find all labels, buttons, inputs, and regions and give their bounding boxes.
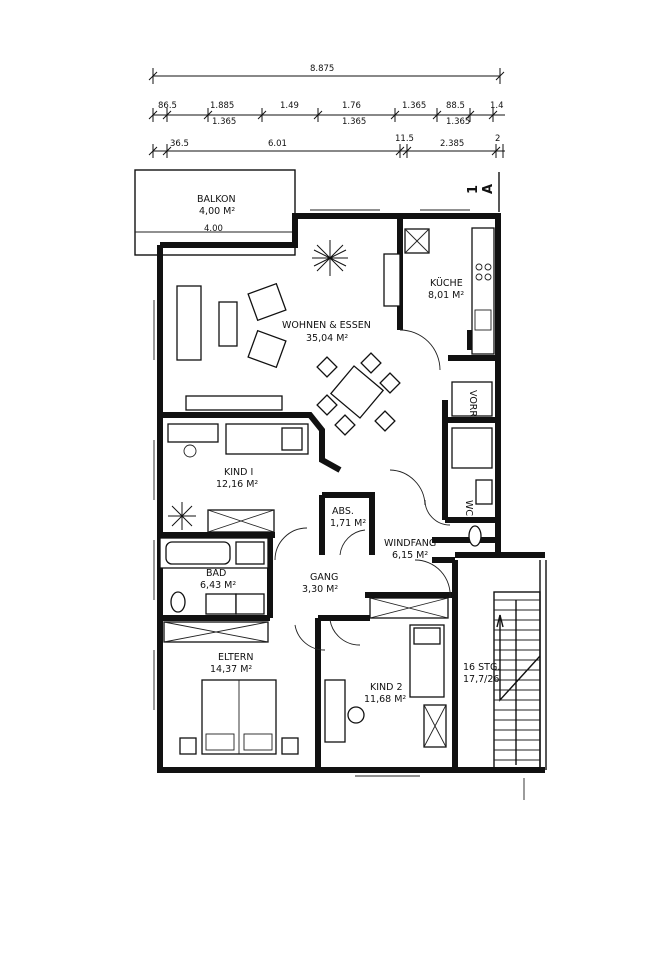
section-letter: A — [481, 184, 496, 194]
furniture-eltern — [163, 621, 299, 755]
dim-r2-2: 11.5 — [395, 134, 414, 144]
dim-r1-2: 1.49 — [280, 101, 299, 111]
room-label-abs: ABS. — [332, 506, 354, 517]
room-label-windfang: WINDFANG — [384, 538, 436, 549]
dim-r1-1: 1.885 — [210, 101, 234, 111]
dim-r2-1: 6.01 — [268, 139, 287, 149]
dim-r1-sub-2: 1.365 — [446, 117, 470, 127]
room-area-abs: 1,71 M² — [330, 518, 366, 529]
room-label-kueche: KÜCHE — [430, 278, 463, 289]
plant-living — [312, 240, 348, 276]
room-area-wohnen: 35,04 M² — [306, 333, 348, 344]
dimension-chain-row1: 86.5 1.885 1.49 1.76 1.365 88.5 1.4 1.36… — [148, 101, 505, 127]
balcony: BALKON 4,00 M² 4.00 — [134, 169, 296, 256]
room-label-eltern: ELTERN — [218, 652, 254, 663]
staircase: 16 STG. 17,7/26 — [463, 591, 541, 771]
dimension-chain-total: 8.875 — [148, 64, 505, 84]
room-label-gang: GANG — [310, 572, 338, 583]
furniture-kind1 — [167, 423, 309, 533]
plant-kind1 — [168, 502, 196, 530]
room-area-bad: 6,43 M² — [200, 580, 236, 591]
dim-r1-5: 88.5 — [446, 101, 465, 111]
room-area-kind1: 12,16 M² — [216, 479, 258, 490]
room-area-balkon: 4,00 M² — [199, 206, 235, 217]
room-area-kind2: 11,68 M² — [364, 694, 406, 705]
section-num: 1 — [466, 185, 481, 194]
dim-r1-sub-1: 1.365 — [342, 117, 366, 127]
dim-r2-3: 2.385 — [440, 139, 464, 149]
dim-r1-3: 1.76 — [342, 101, 361, 111]
room-area-gang: 3,30 M² — [302, 584, 338, 595]
dim-r1-4: 1.365 — [402, 101, 426, 111]
furniture-living — [176, 240, 401, 436]
room-label-wohnen: WOHNEN & ESSEN — [282, 320, 371, 331]
dim-r1-0: 86.5 — [158, 101, 177, 111]
room-area-eltern: 14,37 M² — [210, 664, 252, 675]
furniture-utility: VORR. WC — [451, 381, 493, 547]
vorrat-label: VORR. — [467, 390, 478, 420]
room-label-balkon: BALKON — [197, 194, 236, 205]
room-label-kind2: KIND 2 — [370, 682, 403, 693]
doors — [274, 329, 451, 651]
furniture-kind2 — [324, 597, 449, 748]
room-area-kueche: 8,01 M² — [428, 290, 464, 301]
section-marker: A 1 — [466, 184, 496, 194]
furniture-bad — [159, 537, 269, 615]
balkon-note: 4.00 — [204, 224, 223, 234]
dim-r1-sub-0: 1.365 — [212, 117, 236, 127]
room-label-bad: BAD — [206, 568, 226, 579]
dim-r2-4: 2 — [495, 134, 500, 144]
dim-r1-6: 1.4 — [490, 101, 504, 111]
interior-walls — [163, 216, 498, 770]
dim-r2-0: 36.5 — [170, 139, 189, 149]
wc-label: WC — [463, 500, 474, 516]
room-labels: WOHNEN & ESSEN 35,04 M² KÜCHE 8,01 M² KI… — [200, 278, 464, 705]
furniture-kitchen — [404, 227, 495, 355]
dimension-chain-row2: 36.5 6.01 11.5 2.385 2 — [148, 134, 505, 158]
stairs-line1: 16 STG. — [463, 662, 500, 673]
windows — [153, 209, 470, 777]
room-label-kind1: KIND I — [224, 467, 253, 478]
dim-total: 8.875 — [310, 64, 334, 74]
room-area-windfang: 6,15 M² — [392, 550, 428, 561]
stairs-line2: 17,7/26 — [463, 674, 499, 685]
